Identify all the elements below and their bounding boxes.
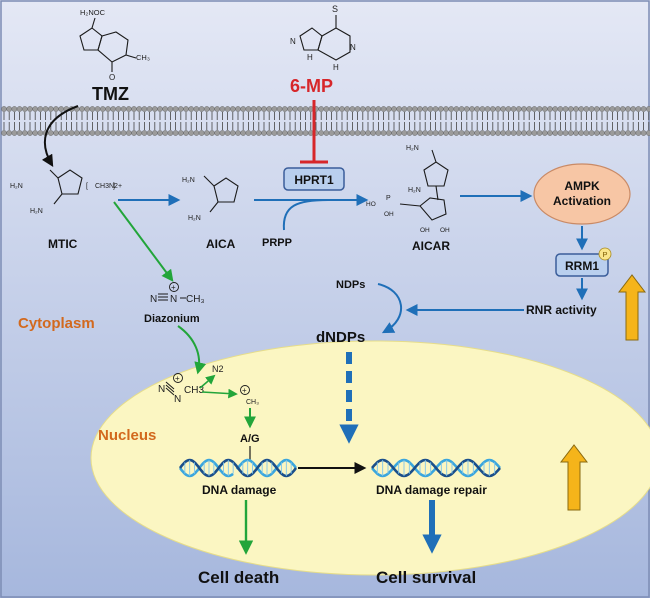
mtic-label: MTIC xyxy=(48,237,78,251)
rrm1-box xyxy=(555,253,609,277)
aica-h2n-bottom: H₂N xyxy=(188,215,201,222)
diazonium-plus: + xyxy=(171,283,176,292)
ag-label: A/G xyxy=(240,433,260,445)
aicar-h2n-top: H₂N xyxy=(406,145,419,152)
n2-release-arrow xyxy=(199,374,216,389)
ampk-label-line1: AMPK xyxy=(564,179,600,193)
mtic-structure: H₂N H₂N [ CH3N2+ ] xyxy=(10,169,122,215)
nucleus-label: Nucleus xyxy=(98,427,156,444)
prpp-arrow xyxy=(282,199,329,231)
ndps-to-dndps-arrow xyxy=(377,283,402,334)
cytoplasm-label: Cytoplasm xyxy=(18,315,95,332)
tmz-oxygen: O xyxy=(109,73,115,82)
tmz-label: TMZ xyxy=(92,84,129,104)
dna-repair-helix xyxy=(371,458,501,478)
methyl-cation-plus: + xyxy=(242,386,247,395)
nuclear-diazonium-n1: N xyxy=(158,384,165,395)
to-methyl-cation-arrow xyxy=(201,388,238,399)
rrm1-label: RRM1 xyxy=(565,259,599,273)
phosphate-badge xyxy=(598,247,612,261)
hprt1-box xyxy=(283,167,345,191)
ndps-label: NDPs xyxy=(336,279,365,291)
mtic-h2n-bottom: H₂N xyxy=(30,208,43,215)
nucleus-ellipse xyxy=(90,340,650,576)
aicar-label: AICAR xyxy=(412,239,450,253)
nuclear-diazonium-ch3: CH3 xyxy=(184,385,204,396)
aica-label: AICA xyxy=(206,237,236,251)
aicar-h2n-mid: H₂N xyxy=(408,187,421,194)
dna-damage-repair-label: DNA damage repair xyxy=(376,483,487,497)
aica-h2n-top: H₂N xyxy=(182,177,195,184)
methyl-cation: + CH₃ xyxy=(240,385,259,406)
aicar-oh-p: OH xyxy=(384,211,394,218)
diazonium-n2: N xyxy=(170,294,177,305)
cell-membrane xyxy=(1,106,650,136)
tmz-to-mtic-arrow xyxy=(41,105,79,168)
nuclear-diazonium-n2: N xyxy=(174,394,181,405)
rnr-up-arrow xyxy=(617,274,647,341)
dndps-label: dNDPs xyxy=(316,329,365,346)
aicar-ho: HO xyxy=(366,201,376,208)
aicar-p: P xyxy=(386,195,391,202)
aicar-oh-2: OH xyxy=(440,227,450,234)
cell-survival-label: Cell survival xyxy=(376,568,476,587)
mtic-h2n-top: H₂N xyxy=(10,183,23,190)
aicar-structure: H₂N H₂N P HO OH OH OH xyxy=(366,145,450,234)
rnr-activity-label: RNR activity xyxy=(526,303,597,317)
phosphate-badge-label: P xyxy=(602,250,607,259)
methyl-cation-ch3: CH₃ xyxy=(246,399,259,406)
six-mp-sulfur: S xyxy=(332,4,338,14)
mtic-bracket: [ xyxy=(86,183,88,190)
mtic-bracket-close: ] xyxy=(113,183,115,190)
nuclear-diazonium-plus: + xyxy=(175,374,180,383)
six-mp-n1: N xyxy=(290,37,296,46)
six-mp-structure: S N N H H xyxy=(290,4,356,72)
aicar-oh-1: OH xyxy=(420,227,430,234)
tmz-structure: H₂NOC CH₃ O xyxy=(79,8,150,82)
diazonium-structure: N N + CH₃ xyxy=(150,282,205,305)
aica-structure: H₂N H₂N xyxy=(182,175,239,222)
ampk-label-line2: Activation xyxy=(553,194,611,208)
diazonium-ch3: CH₃ xyxy=(186,294,205,305)
repair-up-arrow xyxy=(559,444,589,511)
diazonium-label: Diazonium xyxy=(144,313,200,325)
dna-damage-helix xyxy=(178,458,298,478)
diazonium-n1: N xyxy=(150,294,157,305)
nuclear-diazonium-structure: N N + CH3 xyxy=(158,373,204,405)
dna-damage-label: DNA damage xyxy=(202,483,277,497)
six-mp-h1: H xyxy=(307,53,313,62)
hprt1-label: HPRT1 xyxy=(294,173,334,187)
n2-label: N2 xyxy=(212,364,224,374)
mtic-to-diazonium-arrow xyxy=(113,201,174,282)
tmz-ch3: CH₃ xyxy=(136,53,150,62)
ampk-activation-node xyxy=(533,163,631,225)
six-mp-n2: N xyxy=(350,43,356,52)
six-mp-label: 6-MP xyxy=(290,76,333,96)
six-mp-h2: H xyxy=(333,63,339,72)
prpp-label: PRPP xyxy=(262,237,292,249)
mtic-ch3n2: CH3N2+ xyxy=(95,183,122,190)
tmz-h2noc: H₂NOC xyxy=(80,8,106,17)
cell-death-label: Cell death xyxy=(198,568,279,587)
diazonium-to-nucleus-arrow xyxy=(177,325,207,375)
